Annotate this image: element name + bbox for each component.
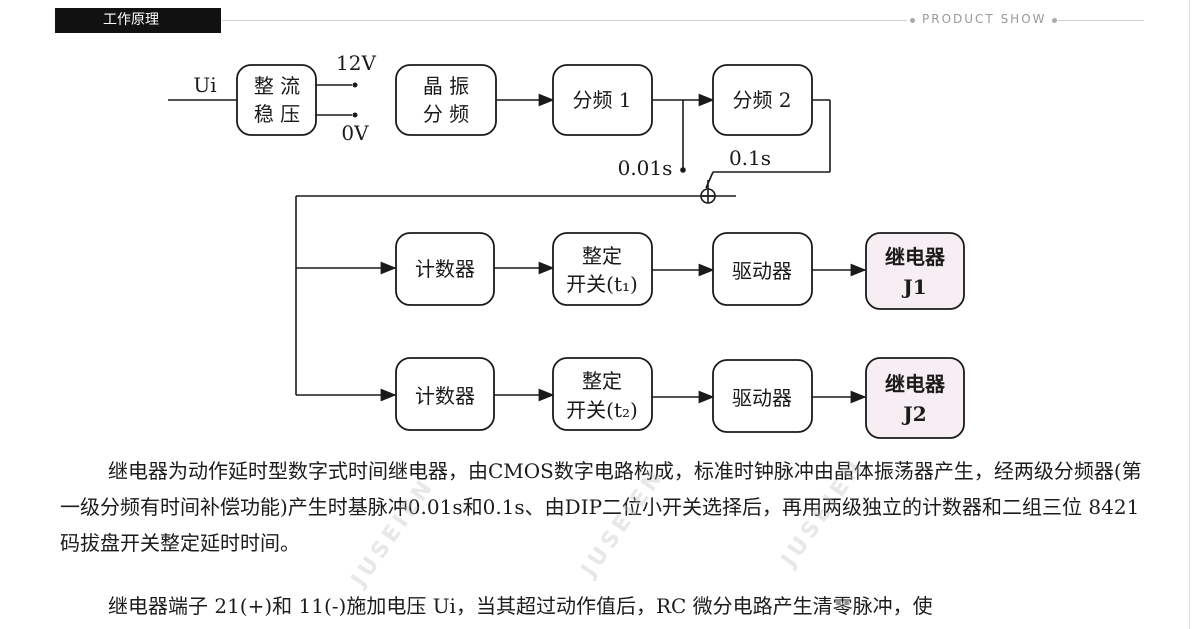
driver-label: 驱动器: [732, 259, 792, 283]
time-base-0.01s-label: 0.01s: [618, 156, 673, 180]
relay-label: J2: [901, 402, 926, 426]
divider-dot: [1052, 18, 1057, 23]
divider2-label: 分频 2: [732, 88, 791, 112]
rectifier-label: 整 流: [254, 74, 300, 98]
time-base-0.1s-label: 0.1s: [729, 146, 771, 170]
driver-box: [712, 232, 813, 306]
setting-switch-label: 整定: [582, 244, 622, 268]
rectifier-box: [236, 64, 317, 136]
voltage-12v-label: 12V: [336, 51, 376, 75]
brand-label: PRODUCT SHOW: [922, 12, 1047, 26]
setting-switch-box: [552, 232, 653, 306]
setting-switch-label: 整定: [582, 369, 622, 393]
divider1-label: 分频 1: [572, 88, 631, 112]
input-label: Ui: [193, 73, 216, 97]
description-paragraph: 继电器为动作延时型数字式时间继电器，由CMOS数字电路构成，标准时钟脉冲由晶体振…: [60, 459, 1142, 555]
circuit-diagram: Ui 整 流 稳 压 12V 0V 晶 振 分 频 分频 1 分频 2 0.01…: [168, 51, 965, 439]
oscillator-label: 分 频: [423, 102, 469, 126]
divider-dot: [910, 18, 915, 23]
relay-label: 继电器: [885, 245, 946, 269]
counter-label: 计数器: [415, 257, 475, 281]
counter-box: [395, 232, 495, 306]
section-tag: 工作原理: [55, 8, 221, 33]
rectifier-label: 稳 压: [254, 102, 300, 126]
divider2-box: [712, 64, 813, 136]
divider1-box: [552, 64, 653, 136]
setting-switch-label: 开关(t₁): [566, 272, 638, 296]
relay-box: [865, 357, 965, 439]
setting-switch-box: [552, 357, 653, 431]
counter-box: [395, 357, 495, 431]
oscillator-box: [395, 64, 497, 136]
driver-label: 驱动器: [732, 386, 792, 410]
driver-box: [712, 359, 813, 433]
relay-label: 继电器: [885, 372, 946, 396]
voltage-0v-label: 0V: [341, 121, 369, 145]
description-paragraph: 继电器端子 21(+)和 11(-)施加电压 Ui，当其超过动作值后，RC 微分…: [108, 594, 933, 618]
header-divider: [222, 20, 907, 21]
relay-box: [865, 232, 965, 310]
counter-label: 计数器: [415, 384, 475, 408]
header-divider: [1058, 20, 1144, 21]
setting-switch-label: 开关(t₂): [566, 398, 638, 422]
oscillator-label: 晶 振: [423, 74, 469, 98]
relay-label: J1: [901, 275, 926, 299]
page-border: [1189, 0, 1190, 629]
